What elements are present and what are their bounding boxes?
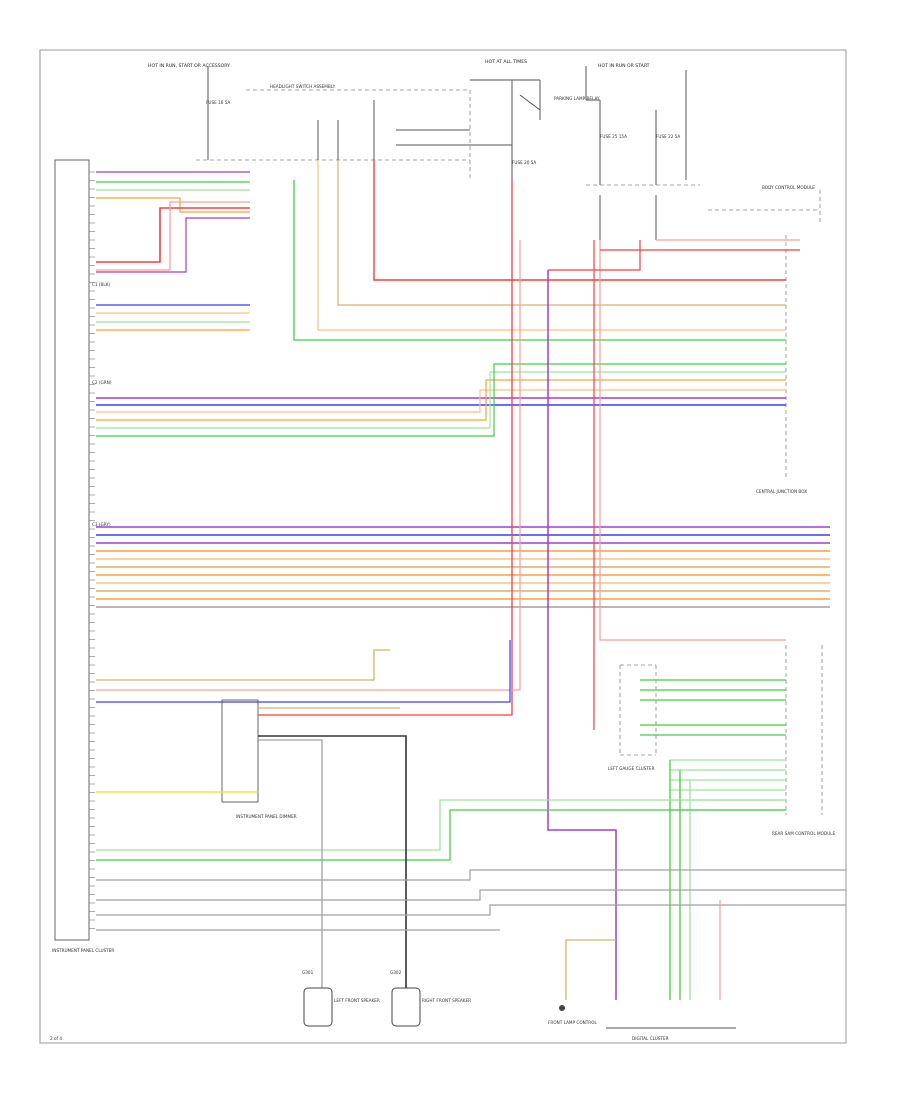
wire-feed-tan xyxy=(337,160,786,306)
fuse-a-label: FUSE 16 5A xyxy=(206,100,230,105)
body-control-module-label: BODY CONTROL MODULE xyxy=(762,185,815,190)
diagram-frame xyxy=(39,49,847,1044)
wire-lamp-tan xyxy=(565,939,616,1000)
instrument-cluster-label: INSTRUMENT PANEL CLUSTER xyxy=(52,948,114,953)
left-speaker-label: LEFT FRONT SPEAKER xyxy=(334,998,380,1003)
right-speaker: G302 RIGHT FRONT SPEAKER xyxy=(390,970,471,1027)
wire-feed-green xyxy=(293,180,786,341)
wire-blue-c xyxy=(96,640,511,703)
wire-spk-right-black xyxy=(258,735,407,988)
wire-spk-left-gray xyxy=(258,739,323,988)
relay-switch xyxy=(470,66,700,240)
wire-run-pink2 xyxy=(599,240,786,641)
connector-c1-label: C1 (BLK) xyxy=(92,282,111,287)
wire-run-violet xyxy=(547,270,617,1000)
hot-at-all-times-label: HOT AT ALL TIMES xyxy=(485,59,527,65)
wire-tan-b xyxy=(96,649,390,681)
fuse-c-label: FUSE 25 15A xyxy=(600,134,627,139)
g302-label: G302 xyxy=(390,970,402,975)
connector-c2-label: C2 (GRN) xyxy=(92,380,112,385)
wire-violet-a xyxy=(96,217,250,273)
fuse-b-label: FUSE 20 5A xyxy=(512,160,536,165)
headlight-switch xyxy=(196,66,512,180)
instrument-cluster-module: INSTRUMENT PANEL CLUSTER C1 (BLK) C2 (GR… xyxy=(52,159,114,953)
wire-pink-a xyxy=(96,201,250,271)
wire-mid-lorange xyxy=(96,389,786,413)
dimmer-box xyxy=(221,699,259,803)
wire-run-pink xyxy=(96,240,521,691)
fuse-d-label: FUSE 22 5A xyxy=(656,134,680,139)
front-lamp: FRONT LAMP CONTROL xyxy=(548,1005,598,1025)
module-pins xyxy=(89,171,95,929)
front-lamp-label: FRONT LAMP CONTROL xyxy=(548,1020,598,1025)
wire-bottom-green xyxy=(96,809,786,861)
page-number: 2 of 4 xyxy=(50,1036,62,1041)
right-speaker-label: RIGHT FRONT SPEAKER xyxy=(422,998,471,1003)
wire-feed-red xyxy=(373,160,786,281)
wire-gray-a xyxy=(96,869,846,881)
wire-mid-green xyxy=(96,363,786,437)
cluster-sub-label: LEFT GAUGE CLUSTER xyxy=(608,766,655,771)
wire-run-red xyxy=(258,180,513,716)
wire-gray-b xyxy=(96,889,846,901)
wire-feed-lorange xyxy=(317,160,786,331)
relay-label: PARKING LAMP RELAY xyxy=(554,96,600,101)
right-modules: CENTRAL JUNCTION BOX BODY CONTROL MODULE… xyxy=(221,185,836,836)
rear-sam-module-label: REAR SAM CONTROL MODULE xyxy=(772,831,836,836)
wire-top-orange xyxy=(96,197,250,213)
wire-bottom-lgreen xyxy=(96,799,786,851)
left-speaker: G301 LEFT FRONT SPEAKER xyxy=(302,970,380,1027)
wire-red-a xyxy=(96,207,250,263)
dimmer-label: INSTRUMENT PANEL DIMMER xyxy=(236,814,297,819)
wire-gray-c xyxy=(96,904,846,916)
wire-mid-orange xyxy=(96,379,786,421)
headlight-switch-label: HEADLIGHT SWITCH ASSEMBLY xyxy=(270,84,336,89)
connector-c3-label: C3 (GRY) xyxy=(92,522,111,527)
wire-mid-lgreen xyxy=(96,371,786,429)
g301-label: G301 xyxy=(302,970,314,975)
hot-in-run-label: HOT IN RUN OR START xyxy=(598,63,650,69)
digital-cluster-label: DIGITAL CLUSTER xyxy=(632,1036,669,1041)
hot-in-run-start-label: HOT IN RUN, START OR ACCESSORY xyxy=(148,63,230,69)
wire-harness xyxy=(96,160,846,1000)
central-junction-box-label: CENTRAL JUNCTION BOX xyxy=(756,489,807,494)
